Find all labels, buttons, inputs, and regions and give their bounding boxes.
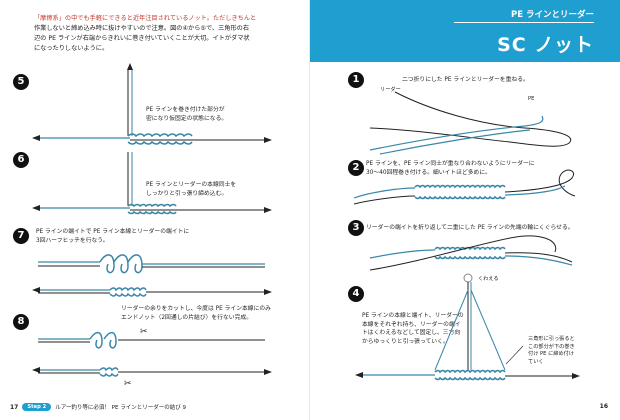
step-8-marker: 8 [13, 314, 29, 330]
step-4-marker: 4 [348, 286, 364, 302]
caption-line: 密になり仮固定の状態になる。 [146, 115, 228, 122]
page-title: SC ノット [497, 34, 594, 56]
step-1-diagram [369, 91, 572, 155]
step-3-marker: 3 [348, 220, 364, 236]
step-7-marker: 7 [13, 228, 29, 244]
step-6-diagram [32, 152, 272, 215]
intro-line: 作業しないと締め込み時に抜けやすいので注意。図の④から⑤で、三角形の右 [34, 25, 250, 32]
caption-line: しっかりと引っ張り締め込む。 [146, 190, 228, 197]
step-3-caption: リーダーの端イトを折り返して二重にした PE ラインの先端の輪にくぐらせる。 [366, 225, 574, 231]
caption-line: リーダーの余りをカットし、今度は PE ライン本線にのみ [121, 306, 271, 312]
intro-line: 辺の PE ラインが右端からきれいに巻き付いていくことが大切。イトがダマ状 [34, 35, 250, 42]
step-7-diagram [32, 254, 272, 297]
right-page-number: 16 [599, 403, 608, 410]
scissors-icon: ✂ [140, 327, 148, 337]
caption-line: 30～40回程巻き付ける。細いイトほど多めに。 [366, 169, 491, 176]
step-4-note: 三角形に引っ張ると この部分が下の巻き 付け PE に締め付け ていく [528, 336, 575, 366]
intro-line: になったりしないように。 [34, 45, 109, 52]
step-1-caption: 二つ折りにした PE ラインとリーダーを重ねる。 [402, 77, 529, 83]
header-rule [454, 22, 594, 23]
footer-text: ルアー釣り等に必須！ PE ラインとリーダーの結び 9 [55, 405, 186, 411]
step-4-diagram [355, 273, 580, 381]
caption-line: エンドノット（2回通しの片結び）を行ない完成。 [121, 314, 252, 321]
hold-point-icon [463, 273, 473, 283]
caption-line: PE ラインの本線と端イト、リーダーの [362, 313, 464, 319]
note-line: 付け PE に締め付け [528, 351, 575, 357]
caption-line: PE ラインとリーダーの本線同士を [146, 182, 237, 188]
step-5-diagram [32, 63, 272, 145]
left-page: 「摩擦系」の中でも手軽にできると近年注目されているノット。ただしきちんと 作業し… [10, 14, 294, 411]
step-2-diagram [353, 169, 576, 205]
label-kuwaeru: くわえる [478, 276, 499, 282]
label-leader: リーダー [380, 87, 401, 93]
step-8-diagram: ✂ ✂ [32, 327, 272, 389]
caption-line: PE ラインの端イトで PE ライン本線とリーダーの端イトに [36, 229, 190, 235]
note-line: この部分が下の巻き [528, 343, 575, 350]
caption-line: 3回ハーフヒッチを行なう。 [36, 237, 109, 244]
step-4-caption: PE ラインの本線と端イト、リーダーの 本線をそれぞれ持ち、リーダーの端イ トは… [362, 312, 464, 346]
step-2-marker: 2 [348, 160, 364, 176]
caption-line: からゆっくりと引っ張っていく。 [362, 338, 449, 345]
caption-line: PE ラインを、PE ライン同士が重なり合わないようにリーダーに [366, 161, 535, 167]
step-6-caption: PE ラインとリーダーの本線同士を しっかりと引っ張り締め込む。 [146, 181, 236, 198]
step-1-marker: 1 [348, 72, 364, 88]
header-bar [310, 0, 620, 62]
step-5-caption: PE ラインを巻き付けた部分が 密になり仮固定の状態になる。 [146, 106, 227, 123]
caption-line: 本線をそれぞれ持ち、リーダーの端イ [362, 321, 461, 328]
right-page: PE ラインとリーダー SC ノット 1 二つ折りにした PE ラインとリーダー… [310, 0, 620, 420]
step-7-caption: PE ラインの端イトで PE ライン本線とリーダーの端イトに 3回ハーフヒッチを… [36, 228, 189, 245]
scissors-icon: ✂ [124, 379, 132, 389]
step-3-diagram [369, 235, 573, 271]
left-footer: 17 Step 2 ルアー釣り等に必須！ PE ラインとリーダーの結び 9 [10, 403, 186, 411]
page-number: 17 [10, 403, 19, 411]
step-5-marker: 5 [13, 74, 29, 90]
step-6-marker: 6 [13, 152, 29, 168]
caption-line: トはくわえるなどして固定し、三方向 [362, 330, 461, 336]
intro-text: 「摩擦系」の中でも手軽にできると近年注目されているノット。ただしきちんと 作業し… [34, 14, 294, 54]
intro-line: 「摩擦系」の中でも手軽にできると近年注目されているノット。ただしきちんと [34, 15, 257, 22]
note-line: 三角形に引っ張ると [528, 336, 575, 342]
step-8-caption: リーダーの余りをカットし、今度は PE ライン本線にのみ エンドノット（2回通し… [121, 305, 271, 322]
step-2-caption: PE ラインを、PE ライン同士が重なり合わないようにリーダーに 30～40回程… [366, 160, 535, 177]
label-pe: PE [528, 96, 535, 102]
header-subtitle: PE ラインとリーダー [511, 10, 594, 20]
caption-line: PE ラインを巻き付けた部分が [146, 107, 225, 113]
note-line: ていく [528, 358, 544, 365]
step-badge: Step 2 [22, 403, 52, 411]
